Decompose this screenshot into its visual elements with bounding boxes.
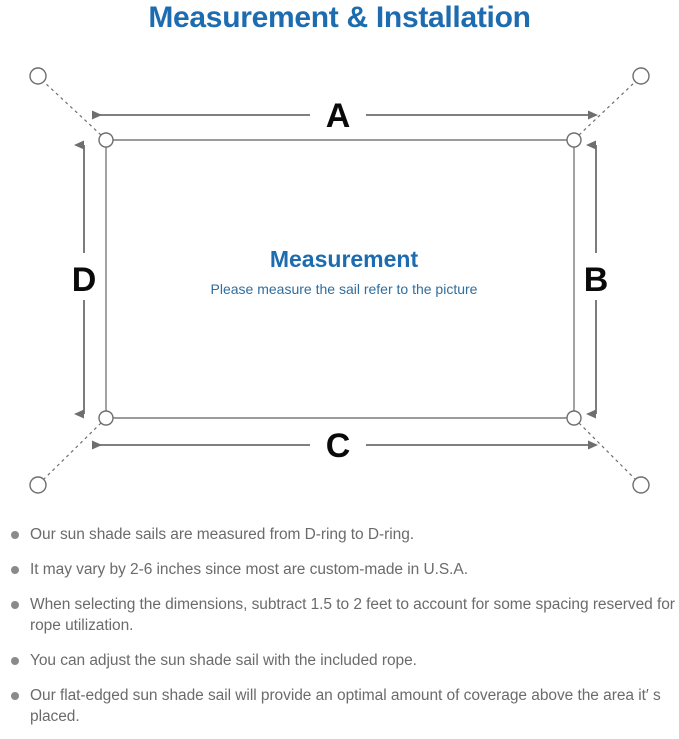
rope-top-right <box>578 81 636 136</box>
list-item: It may vary by 2-6 inches since most are… <box>0 559 679 580</box>
dimension-label-d: D <box>72 261 97 299</box>
dimension-label-c: C <box>326 427 351 465</box>
list-item: Our flat-edged sun shade sail will provi… <box>0 685 679 727</box>
diagram-center-subtitle: Please measure the sail refer to the pic… <box>211 281 478 297</box>
anchor-point-top-right-icon <box>632 67 650 85</box>
list-item: Our sun shade sails are measured from D-… <box>0 524 679 545</box>
measurement-diagram-svg: A C D B Measurement Please measure the s… <box>29 67 650 494</box>
dimension-label-b: B <box>584 261 609 299</box>
rope-bottom-right <box>578 422 636 480</box>
d-ring-top-left-icon <box>98 132 114 148</box>
page-title: Measurement & Installation <box>148 1 531 34</box>
anchor-point-top-left-icon <box>29 67 47 85</box>
sail-rectangle <box>105 139 575 419</box>
d-ring-bottom-left-icon <box>98 410 114 426</box>
bullet-icon <box>11 601 19 609</box>
bullet-icon <box>11 531 19 539</box>
measurement-diagram: A C D B Measurement Please measure the s… <box>0 48 679 518</box>
bullet-icon <box>11 692 19 700</box>
rope-bottom-left <box>43 422 102 480</box>
note-text: Our flat-edged sun shade sail will provi… <box>30 687 661 725</box>
list-item: You can adjust the sun shade sail with t… <box>0 650 679 671</box>
bullet-icon <box>11 566 19 574</box>
anchor-point-bottom-left-icon <box>29 476 47 494</box>
diagram-center-title: Measurement <box>270 246 419 272</box>
note-text: When selecting the dimensions, subtract … <box>30 596 675 634</box>
d-ring-top-right-icon <box>566 132 582 148</box>
note-text: Our sun shade sails are measured from D-… <box>30 526 415 543</box>
anchor-point-bottom-right-icon <box>632 476 650 494</box>
dimension-label-a: A <box>326 97 351 135</box>
rope-top-left <box>43 81 102 136</box>
list-item: When selecting the dimensions, subtract … <box>0 594 679 636</box>
note-text: You can adjust the sun shade sail with t… <box>30 652 417 669</box>
bullet-icon <box>11 657 19 665</box>
d-ring-bottom-right-icon <box>566 410 582 426</box>
note-text: It may vary by 2-6 inches since most are… <box>30 561 468 578</box>
notes-list: Our sun shade sails are measured from D-… <box>0 524 679 727</box>
